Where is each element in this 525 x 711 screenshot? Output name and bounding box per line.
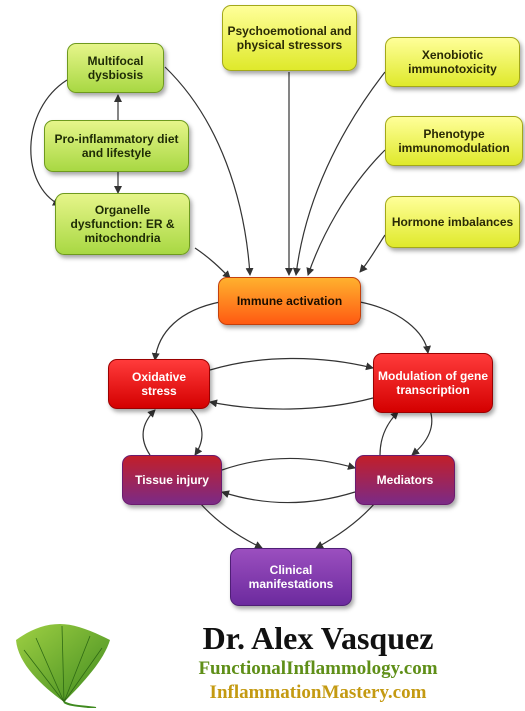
node-xenobiotic-immunotoxicity: Xenobiotic immunotoxicity	[385, 37, 520, 87]
arrow-organelle-to-immune	[194, 247, 231, 279]
arrow-modulation-to-mediators	[411, 409, 433, 456]
node-proinflammatory-diet: Pro-inflammatory diet and lifestyle	[44, 120, 189, 172]
node-modulation-gene-transcription: Modulation of gene transcription	[373, 353, 493, 413]
node-mediators: Mediators	[355, 455, 455, 505]
node-phenotype-immunomodulation: Phenotype immunomodulation	[385, 116, 523, 166]
node-immune-activation: Immune activation	[218, 277, 361, 325]
author-name: Dr. Alex Vasquez	[202, 620, 434, 656]
arrow-mediators-to-modulation	[379, 411, 399, 456]
arrow-modulation-to-oxidative	[209, 397, 374, 410]
arrow-oxidative-to-tissue	[189, 407, 203, 456]
node-psychoemotional-stressors: Psychoemotional and physical stressors	[222, 5, 357, 71]
arrow-oxidative-to-modulation	[209, 357, 374, 371]
arrow-immune-to-oxidative	[151, 301, 221, 361]
arrow-dysbiosis-to-immune	[164, 66, 254, 276]
node-clinical-manifestations: Clinical manifestations	[230, 548, 352, 606]
node-organelle-dysfunction: Organelle dysfunction: ER & mitochondria	[55, 193, 190, 255]
arrow-mediators-to-tissue	[221, 490, 356, 504]
node-hormone-imbalances: Hormone imbalances	[385, 196, 520, 248]
website-inflammation-mastery[interactable]: InflammationMastery.com	[209, 682, 427, 703]
arrow-tissue-to-oxidative	[142, 409, 156, 456]
arrow-mediators-to-clinical	[315, 502, 376, 549]
node-multifocal-dysbiosis: Multifocal dysbiosis	[67, 43, 164, 93]
arrow-tissue-to-clinical	[199, 502, 263, 549]
connector-layer	[30, 66, 433, 549]
ginkgo-leaf-icon	[16, 624, 110, 708]
website-functional-inflammology[interactable]: FunctionalInflammology.com	[198, 658, 438, 679]
footer-branding: Dr. Alex Vasquez FunctionalInflammology.…	[0, 612, 525, 711]
arrow-tissue-to-mediators	[221, 457, 356, 471]
node-oxidative-stress: Oxidative stress	[108, 359, 210, 409]
arrow-immune-to-modulation	[359, 301, 431, 354]
arrow-phenotype-to-immune	[306, 149, 386, 276]
arrow-hormone-to-immune	[359, 234, 386, 273]
arrow-xenobiotic-to-immune	[292, 71, 386, 276]
arrow-dysbiosis-to-organelle	[30, 79, 68, 206]
node-tissue-injury: Tissue injury	[122, 455, 222, 505]
